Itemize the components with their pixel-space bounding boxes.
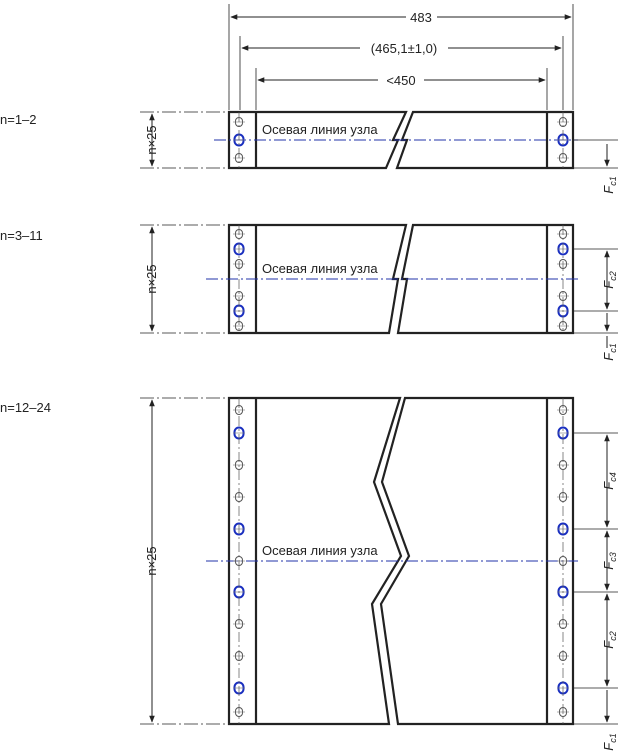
- panel-medium: [140, 223, 618, 348]
- fc2-label-large: Fc2: [601, 631, 618, 648]
- dim-mounting: (465,1±1,0): [371, 41, 437, 56]
- fc2-label-medium: Fc2: [601, 271, 618, 288]
- centerline-label-small: Осевая линия узла: [262, 122, 378, 137]
- fc4-label-large: Fc4: [601, 472, 618, 489]
- centerline-label-medium: Осевая линия узла: [262, 261, 378, 276]
- fc1-label-small: Fc1: [601, 176, 618, 193]
- fc3-label-large: Fc3: [601, 552, 618, 569]
- height-label-large: n×25: [144, 546, 159, 575]
- dim-inner: <450: [386, 73, 415, 88]
- section-label-small: n=1–2: [0, 112, 37, 127]
- centerline-label-large: Осевая линия узла: [262, 543, 378, 558]
- height-label-medium: n×25: [144, 264, 159, 293]
- panel-large: [140, 396, 618, 726]
- section-label-medium: n=3–11: [0, 228, 43, 243]
- height-label-small: n×25: [144, 125, 159, 154]
- fc1-label-medium: Fc1: [601, 343, 618, 360]
- mounting-holes: [233, 112, 569, 724]
- fc1-label-large: Fc1: [601, 733, 618, 750]
- dim-overall: 483: [410, 10, 432, 25]
- top-dimensions: [228, 4, 574, 110]
- panel-small: [140, 110, 618, 170]
- section-label-large: n=12–24: [0, 400, 51, 415]
